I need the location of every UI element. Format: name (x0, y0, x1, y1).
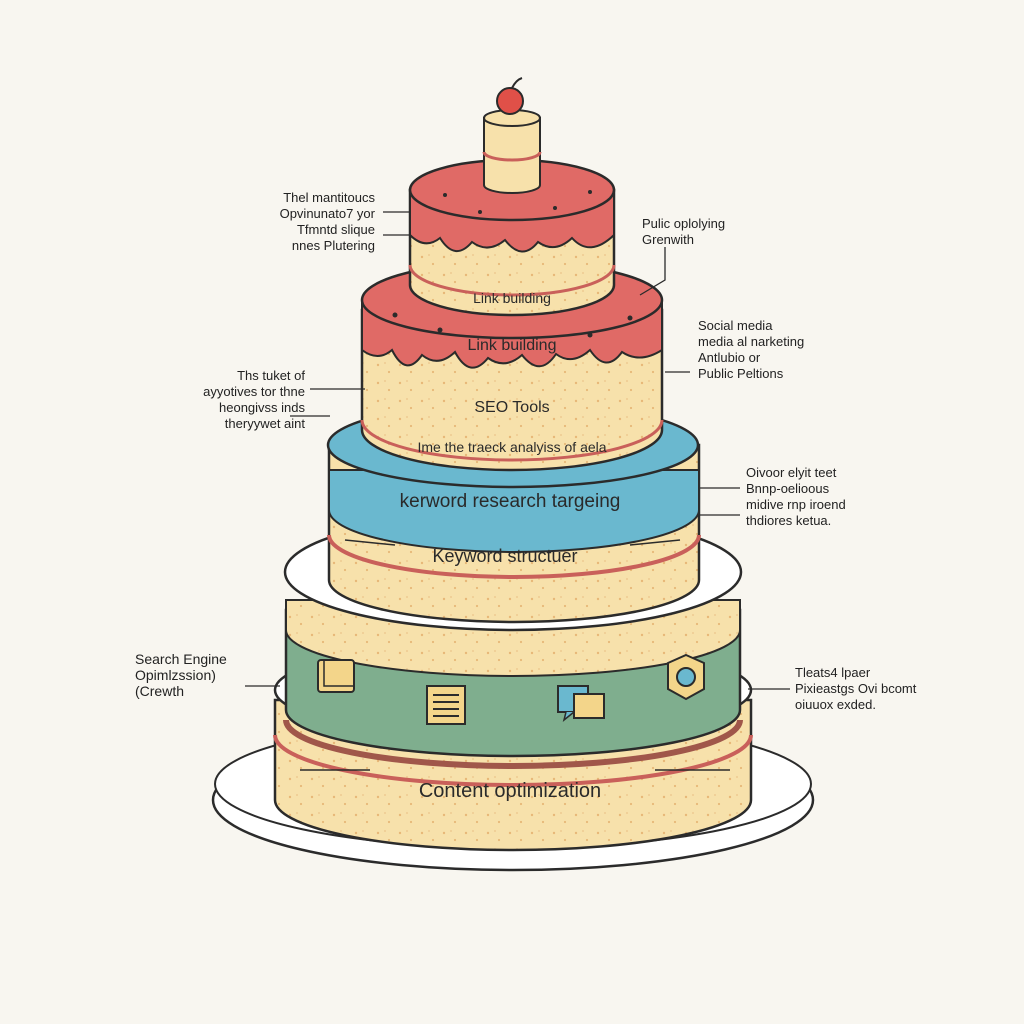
keyword-structure-label: Keyword structuer (432, 546, 577, 566)
track-analysis-label: Ime the traeck analyiss of aela (417, 439, 606, 455)
annotation-search-engine: Search Engine Opimlzssion) (Crewth (135, 651, 227, 699)
top-tier: Link building (408, 158, 616, 317)
cherry-icon (496, 77, 524, 115)
candle-topper (482, 109, 542, 194)
folder-icon (317, 659, 355, 693)
annotation-top-left: Thel mantitoucs Opvinunato7 yor Tfmntd s… (279, 190, 375, 253)
badge-shield-icon (667, 653, 705, 701)
seo-tools-label: SEO Tools (474, 399, 549, 416)
leader-lines (245, 211, 790, 690)
list-document-icon (426, 685, 466, 725)
content-optimization-label: Content optimization (419, 780, 601, 802)
chat-windows-icon (557, 685, 605, 722)
link-building-frosting-label: Link building (468, 337, 557, 354)
annotation-mid-left: Ths tuket of ayyotives tor thne heongivs… (203, 368, 305, 431)
annotation-top-right: Pulic oplolying Grenwith (642, 216, 726, 247)
annotation-bottom-right: Tleats4 lpaer Pixieastgs Ovi bcomt oiuuo… (795, 665, 917, 712)
link-building-top-label: Link building (473, 290, 551, 306)
annotation-social-media: Social media media al narketing Antlubio… (698, 318, 805, 381)
keyword-research-label: kerword research targeing (400, 491, 621, 512)
annotation-mid-right: Oivoor elyit teet Bnnp-oelioous midive r… (746, 465, 846, 528)
